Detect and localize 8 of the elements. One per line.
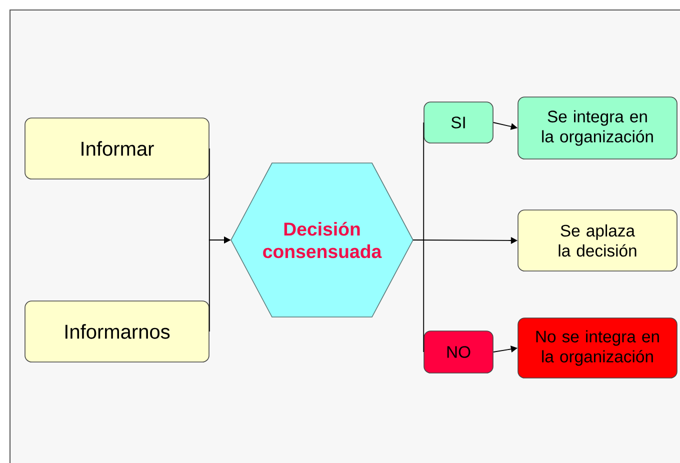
process-box: NO — [424, 330, 494, 374]
process-box: SI — [424, 102, 494, 144]
decision-hexagon: Decisión consensuada — [230, 162, 414, 318]
process-box: No se integra en la organización — [518, 318, 678, 378]
process-box: Informar — [24, 118, 210, 180]
process-box: Se aplaza la decisión — [518, 210, 678, 272]
process-box: Se integra en la organización — [518, 96, 678, 160]
process-box: Informarnos — [24, 300, 210, 362]
